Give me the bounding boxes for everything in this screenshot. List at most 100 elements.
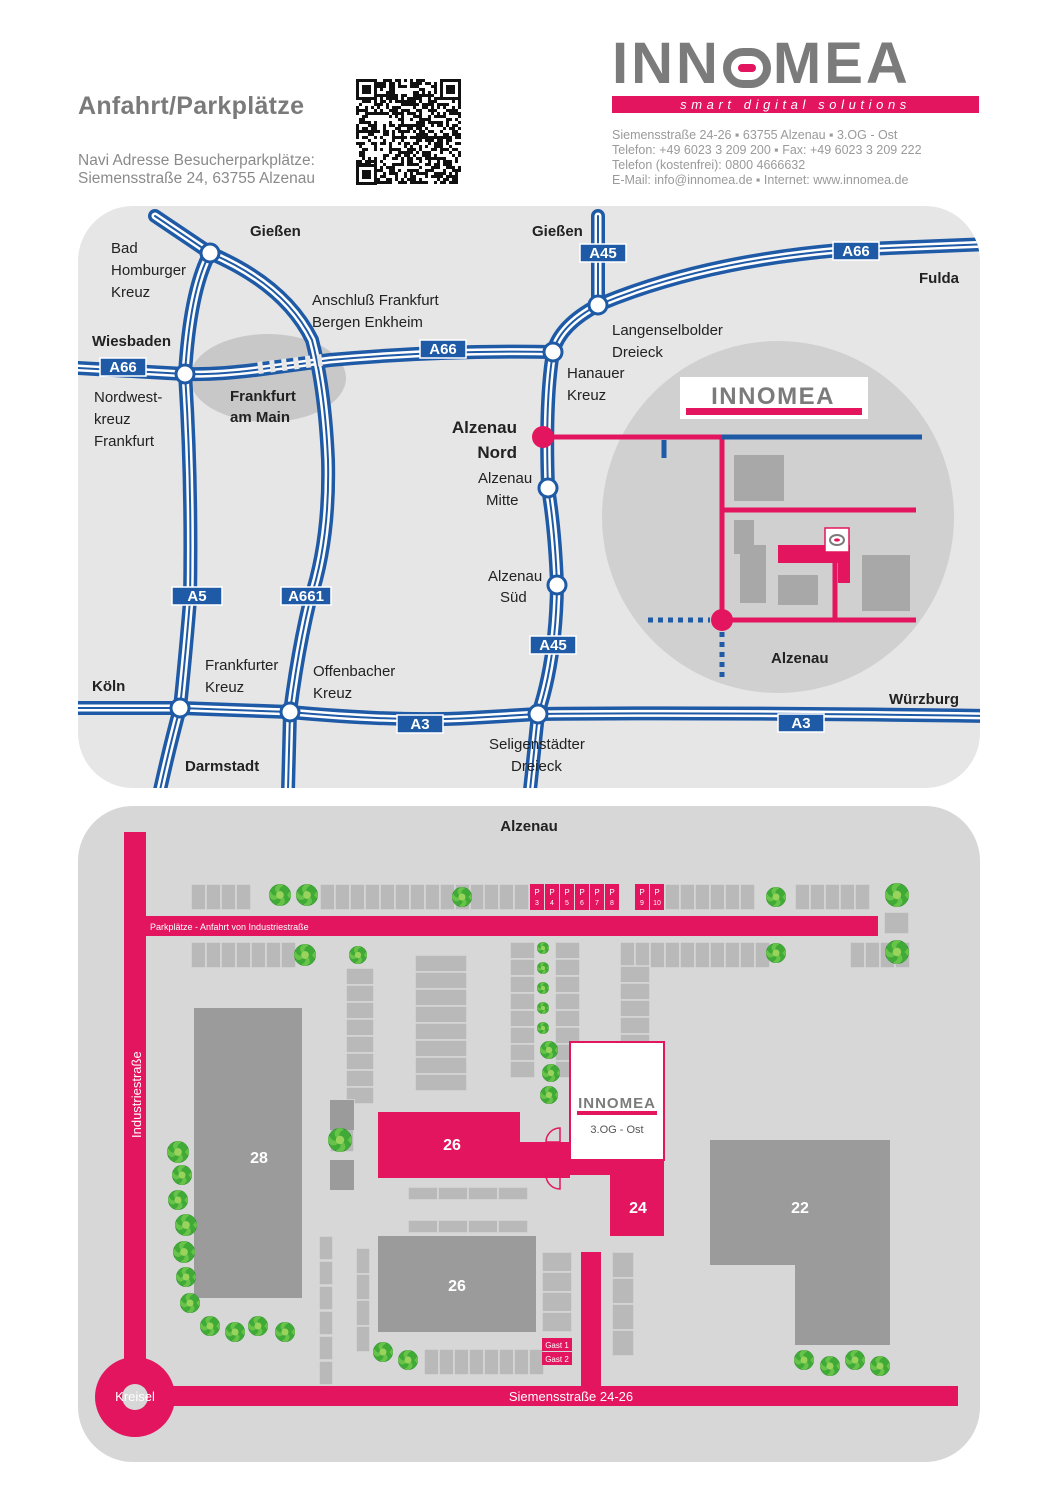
building-26-south (378, 1236, 536, 1332)
reserved-stall (605, 884, 619, 910)
label-koeln: Köln (92, 678, 125, 695)
reserved-stall-p: P (594, 888, 599, 897)
tree-icon (175, 1214, 197, 1237)
innomea-office-box (569, 1041, 665, 1161)
parking-stall (854, 883, 871, 911)
reserved-stall (530, 884, 544, 910)
parking-stall (318, 1360, 334, 1386)
parking-stall (739, 883, 756, 911)
svg-text:A66: A66 (429, 341, 457, 358)
parking-stall (498, 1348, 515, 1376)
reserved-stall-number: 6 (580, 900, 584, 907)
parking-stall (497, 1186, 529, 1201)
parking-stall (319, 883, 336, 911)
reserved-stall-p: P (564, 888, 569, 897)
parking-stall (409, 883, 426, 911)
label-alzenau-mitte-1: Alzenau (478, 470, 532, 487)
tree-icon (820, 1356, 840, 1376)
guest-parking-1 (542, 1338, 572, 1351)
parking-access-label: Parkplätze - Anfahrt von Industriestraße (150, 922, 309, 932)
parking-stall (554, 941, 581, 960)
inset-building-5 (862, 555, 910, 611)
parking-stall (318, 1285, 334, 1311)
tree-icon (766, 887, 786, 907)
parking-stall (334, 883, 351, 911)
parking-stall (634, 941, 651, 969)
parking-stall (355, 1273, 371, 1301)
tree-icon (294, 944, 316, 966)
parking-stall (509, 992, 536, 1011)
svg-text:A66: A66 (109, 359, 137, 376)
tree-icon (540, 1086, 558, 1104)
parking-stall (611, 1329, 635, 1357)
parking-stall (205, 941, 222, 969)
parking-stall (554, 958, 581, 977)
parking-stall (839, 883, 856, 911)
parking-stall (709, 941, 726, 969)
parking-stall (739, 941, 756, 969)
tree-icon (176, 1267, 196, 1287)
parking-stall (513, 1348, 530, 1376)
label-anschluss-1: Anschluß Frankfurt (312, 292, 440, 309)
label-anschluss-2: Bergen Enkheim (312, 314, 423, 331)
contact-email-web: E-Mail: info@innomea.de ▪ Internet: www.… (612, 173, 909, 187)
office-logo-bar (577, 1111, 657, 1115)
label-seligen-2: Dreieck (511, 758, 562, 775)
label-alzenau-sued-1: Alzenau (488, 568, 542, 585)
building-26-north-label: 26 (443, 1137, 461, 1154)
navi-address-label: Navi Adresse Besucherparkplätze: (78, 152, 315, 169)
reserved-stall-p: P (654, 888, 659, 897)
logo-tagline: smart digital solutions (612, 96, 979, 113)
parking-stall (364, 883, 381, 911)
label-hanauer-1: Hanauer (567, 365, 625, 382)
parking-stall (345, 1035, 375, 1054)
tree-icon (172, 1165, 192, 1185)
svg-text:A45: A45 (589, 245, 617, 262)
tree-icon (885, 883, 909, 907)
exit-alzenau-nord-dot (532, 426, 554, 448)
parking-stall (509, 941, 536, 960)
inset-innomea-building-2 (838, 555, 850, 583)
label-nordwest-2: kreuz (94, 411, 131, 428)
road-siemens-spur (581, 1252, 601, 1388)
site-plan-panel (78, 806, 980, 1462)
svg-text:A5: A5 (187, 588, 206, 605)
tree-icon (794, 1350, 814, 1370)
parking-stall (724, 883, 741, 911)
parking-stall (468, 1348, 485, 1376)
parking-stall (724, 941, 741, 969)
junction-alzenau-sued (546, 574, 568, 596)
parking-stall (809, 883, 826, 911)
reserved-stall-number: 3 (535, 900, 539, 907)
label-giessen-left: Gießen (250, 223, 301, 240)
parking-stall (509, 1060, 536, 1079)
parking-stall (220, 941, 237, 969)
site-label-alzenau: Alzenau (500, 818, 558, 835)
parking-stall (437, 1219, 469, 1234)
parking-stall (649, 941, 666, 969)
shield-a66-left: A66 (99, 357, 147, 377)
parking-stall (679, 941, 696, 969)
parking-stall (498, 883, 515, 911)
reserved-stall (590, 884, 604, 910)
parking-stall (528, 1348, 545, 1376)
road-parking-access (146, 916, 878, 936)
logo-text-right: MEA (772, 31, 911, 96)
tree-icon (167, 1141, 189, 1164)
reserved-stall-number: 8 (610, 900, 614, 907)
tree-icon (180, 1293, 200, 1313)
label-bad-homburger-1: Bad (111, 240, 138, 257)
parking-stall (414, 1005, 468, 1024)
parking-stall (414, 1056, 468, 1075)
tree-icon (200, 1316, 220, 1336)
parking-stall (190, 883, 207, 911)
shield-a3-right: A3 (777, 713, 825, 733)
label-alzenau-inset: Alzenau (771, 650, 829, 667)
door-2-icon (545, 1174, 561, 1190)
industriestrasse-label: Industriestraße (129, 1051, 144, 1138)
trees (167, 883, 909, 1376)
shield-a661: A661 (280, 586, 332, 606)
label-giessen-right: Gießen (532, 223, 583, 240)
kreisel-label: Kreisel (115, 1389, 155, 1404)
